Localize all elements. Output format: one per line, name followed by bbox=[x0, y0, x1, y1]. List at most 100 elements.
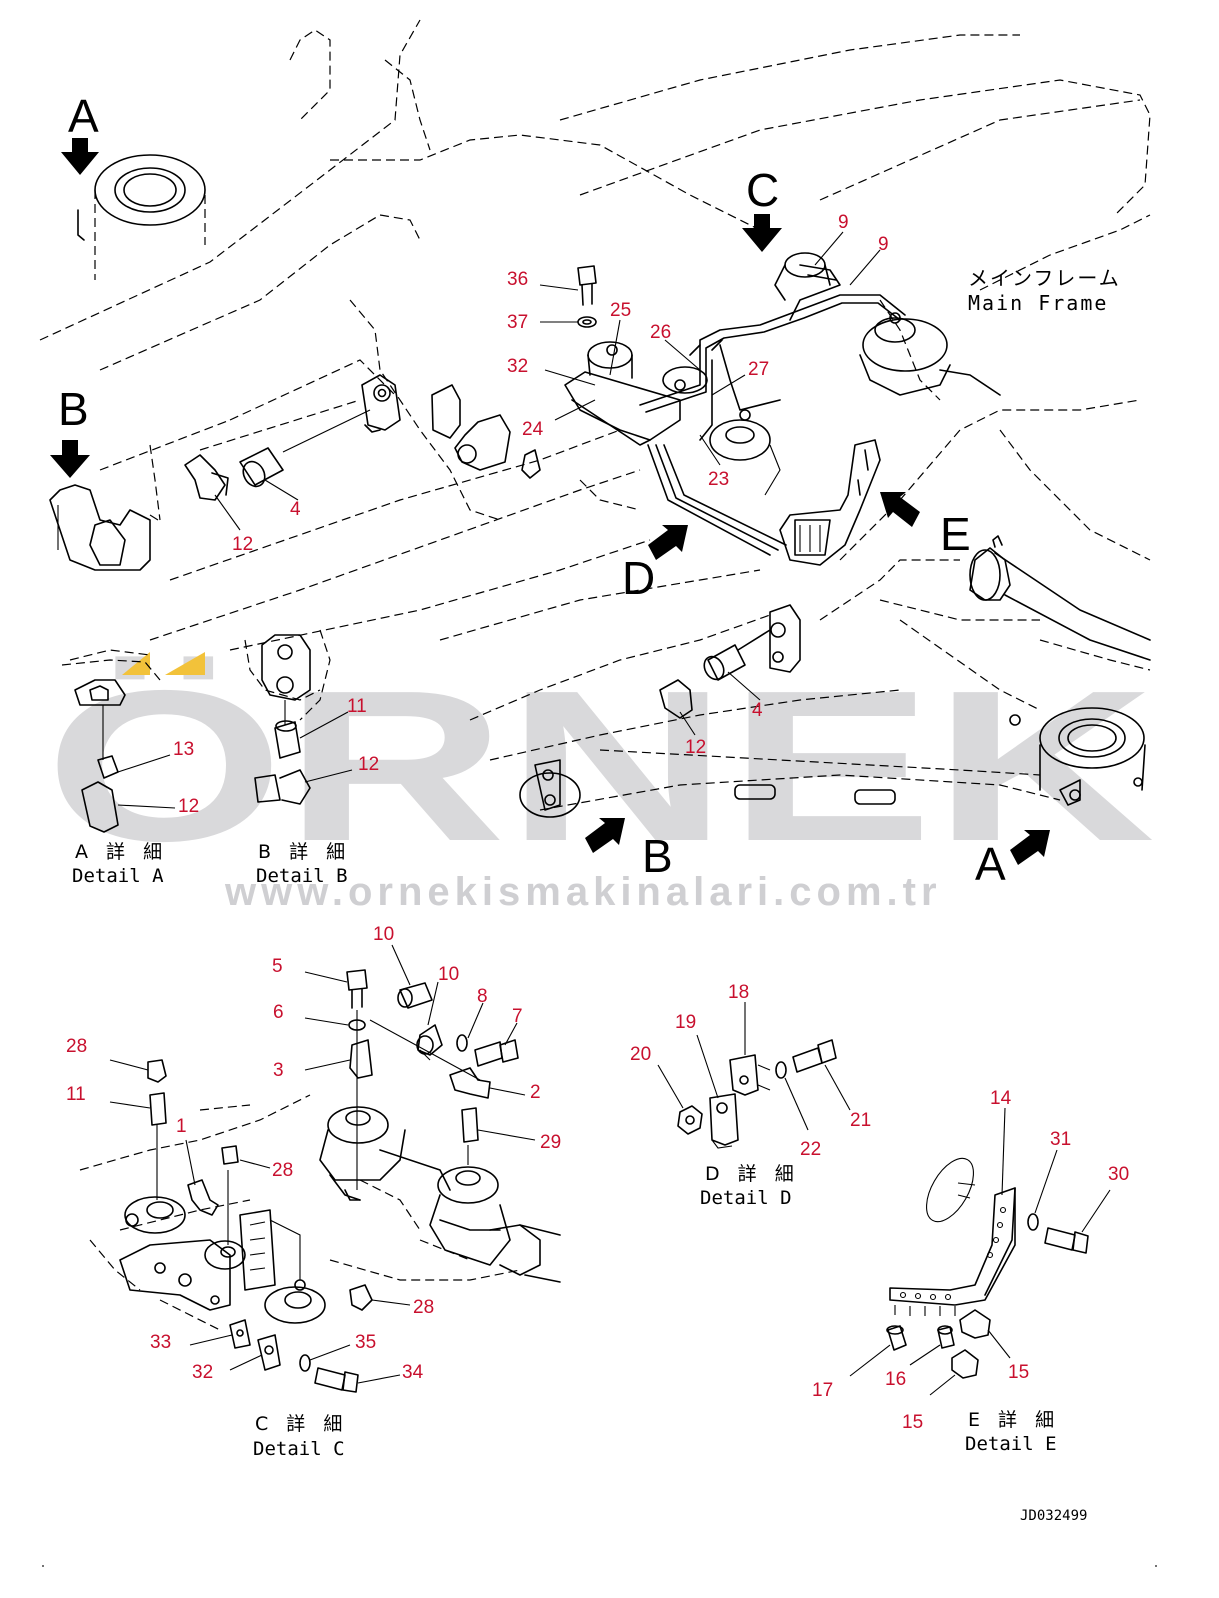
callout-35: 35 bbox=[355, 1332, 376, 1353]
detail-e: 14 31 30 17 16 15 15 E 詳 細 Detail E bbox=[812, 1088, 1129, 1455]
watermark-accent-right bbox=[165, 652, 205, 675]
view-letter-d: D bbox=[622, 552, 655, 604]
callout-23: 23 bbox=[708, 469, 729, 490]
callout-6: 6 bbox=[273, 1002, 284, 1023]
view-arrow-d: D bbox=[622, 525, 688, 604]
callout-21: 21 bbox=[850, 1110, 871, 1131]
detail-d: 18 19 20 21 22 D 詳 細 Detail D bbox=[630, 982, 871, 1209]
callout-8: 8 bbox=[477, 986, 488, 1007]
detail-a-caption-en: Detail A bbox=[72, 865, 164, 887]
main-fitting-4-lower bbox=[703, 644, 746, 681]
detail-b-caption-jp: B 詳 細 bbox=[258, 841, 351, 863]
callout-26: 26 bbox=[650, 322, 671, 343]
detail-e-caption-en: Detail E bbox=[965, 1433, 1057, 1455]
callout-12-detail-a: 12 bbox=[178, 796, 199, 817]
callout-25: 25 bbox=[610, 300, 631, 321]
detail-c-caption-en: Detail C bbox=[253, 1438, 345, 1460]
detail-a: 13 12 A 詳 細 Detail A bbox=[61, 659, 199, 887]
detail-e-caption-jp: E 詳 細 bbox=[968, 1409, 1060, 1431]
callout-9-a: 9 bbox=[838, 212, 849, 233]
callout-30: 30 bbox=[1108, 1164, 1129, 1185]
lower-axle bbox=[969, 535, 1151, 661]
detail-d-caption-jp: D 詳 細 bbox=[705, 1163, 800, 1185]
callout-15-b: 15 bbox=[902, 1412, 923, 1433]
bracket-left-center bbox=[361, 374, 541, 479]
callout-32: 32 bbox=[507, 356, 528, 377]
callout-4-upper: 4 bbox=[290, 499, 301, 520]
callout-18: 18 bbox=[728, 982, 749, 1003]
callout-7: 7 bbox=[512, 1006, 523, 1027]
view-letter-b-left: B bbox=[58, 383, 89, 435]
callout-5: 5 bbox=[272, 956, 283, 977]
callout-10-a: 10 bbox=[373, 924, 394, 945]
main-callouts: 9 9 36 37 25 26 27 32 24 23 4 12 4 12 bbox=[214, 212, 889, 758]
bracket-lower-right bbox=[737, 604, 801, 673]
callout-36: 36 bbox=[507, 269, 528, 290]
mount-b-lower bbox=[519, 759, 581, 818]
mount-b-left bbox=[49, 484, 159, 571]
view-arrow-a-lower: A bbox=[975, 830, 1050, 890]
callout-31: 31 bbox=[1050, 1129, 1071, 1150]
callout-12-detail-b: 12 bbox=[358, 754, 379, 775]
main-frame-label-en: Main Frame bbox=[968, 291, 1108, 315]
callout-11-detail-c: 11 bbox=[66, 1084, 86, 1105]
callout-12-lower: 12 bbox=[685, 737, 706, 758]
callout-28-top: 28 bbox=[66, 1036, 87, 1057]
view-letter-e: E bbox=[940, 508, 971, 560]
view-arrow-c: C bbox=[742, 164, 782, 252]
callout-15-a: 15 bbox=[1008, 1362, 1029, 1383]
drawing-code: JD032499 bbox=[1020, 1508, 1087, 1524]
callout-3: 3 bbox=[273, 1060, 284, 1081]
view-arrow-b-left: B bbox=[50, 383, 90, 478]
callout-11-detail-b: 11 bbox=[347, 696, 367, 717]
callout-2: 2 bbox=[530, 1082, 541, 1103]
callout-20: 20 bbox=[630, 1044, 651, 1065]
piping-assembly-center bbox=[564, 252, 1001, 556]
main-fitting-4-upper bbox=[239, 409, 371, 488]
callout-13-detail-a: 13 bbox=[173, 739, 194, 760]
view-arrow-a-top: A bbox=[61, 90, 99, 175]
callout-10-b: 10 bbox=[438, 964, 459, 985]
main-washer-37 bbox=[577, 316, 597, 328]
detail-c-caption-jp: C 詳 細 bbox=[255, 1413, 348, 1435]
callout-32-detail-c: 32 bbox=[192, 1362, 213, 1383]
view-arrow-e: E bbox=[880, 492, 971, 560]
main-bracket-e bbox=[779, 439, 881, 566]
callout-12-upper: 12 bbox=[232, 534, 253, 555]
view-letter-a-top: A bbox=[68, 90, 99, 142]
callout-34: 34 bbox=[402, 1362, 424, 1383]
main-fitting-12-upper bbox=[184, 454, 229, 501]
view-letter-b-lower: B bbox=[642, 830, 673, 882]
callout-24: 24 bbox=[522, 419, 544, 440]
main-frame-outline bbox=[39, 19, 1151, 811]
watermark-accent-left bbox=[122, 652, 150, 675]
mount-a-lower bbox=[1009, 707, 1146, 806]
view-letter-c: C bbox=[746, 164, 779, 216]
callout-14: 14 bbox=[990, 1088, 1012, 1109]
view-arrow-b-lower: B bbox=[585, 818, 673, 882]
callout-16: 16 bbox=[885, 1369, 906, 1390]
detail-b-caption-en: Detail B bbox=[256, 865, 348, 887]
slots-lower bbox=[734, 784, 896, 805]
callout-17: 17 bbox=[812, 1380, 833, 1401]
callout-28-lower: 28 bbox=[413, 1297, 434, 1318]
view-letter-a-lower: A bbox=[975, 838, 1006, 890]
detail-d-caption-en: Detail D bbox=[700, 1187, 792, 1209]
callout-9-b: 9 bbox=[878, 234, 889, 255]
callout-37: 37 bbox=[507, 312, 528, 333]
main-frame-label-jp: メインフレーム bbox=[968, 266, 1121, 290]
detail-b: 11 12 B 詳 細 Detail B bbox=[244, 634, 379, 887]
detail-c: 10 10 5 6 8 7 3 2 29 28 11 1 28 28 33 35… bbox=[66, 924, 561, 1460]
callout-27: 27 bbox=[748, 359, 769, 380]
callout-1: 1 bbox=[176, 1116, 187, 1137]
watermark-url: www.ornekismakinalari.com.tr bbox=[224, 870, 942, 914]
callout-22: 22 bbox=[800, 1139, 821, 1160]
callout-28-middle: 28 bbox=[272, 1160, 293, 1181]
callout-19: 19 bbox=[675, 1012, 696, 1033]
callout-4-lower: 4 bbox=[752, 700, 763, 721]
callout-29: 29 bbox=[540, 1132, 561, 1153]
detail-a-caption-jp: A 詳 細 bbox=[75, 841, 168, 863]
main-fitting-12-lower bbox=[659, 679, 693, 719]
